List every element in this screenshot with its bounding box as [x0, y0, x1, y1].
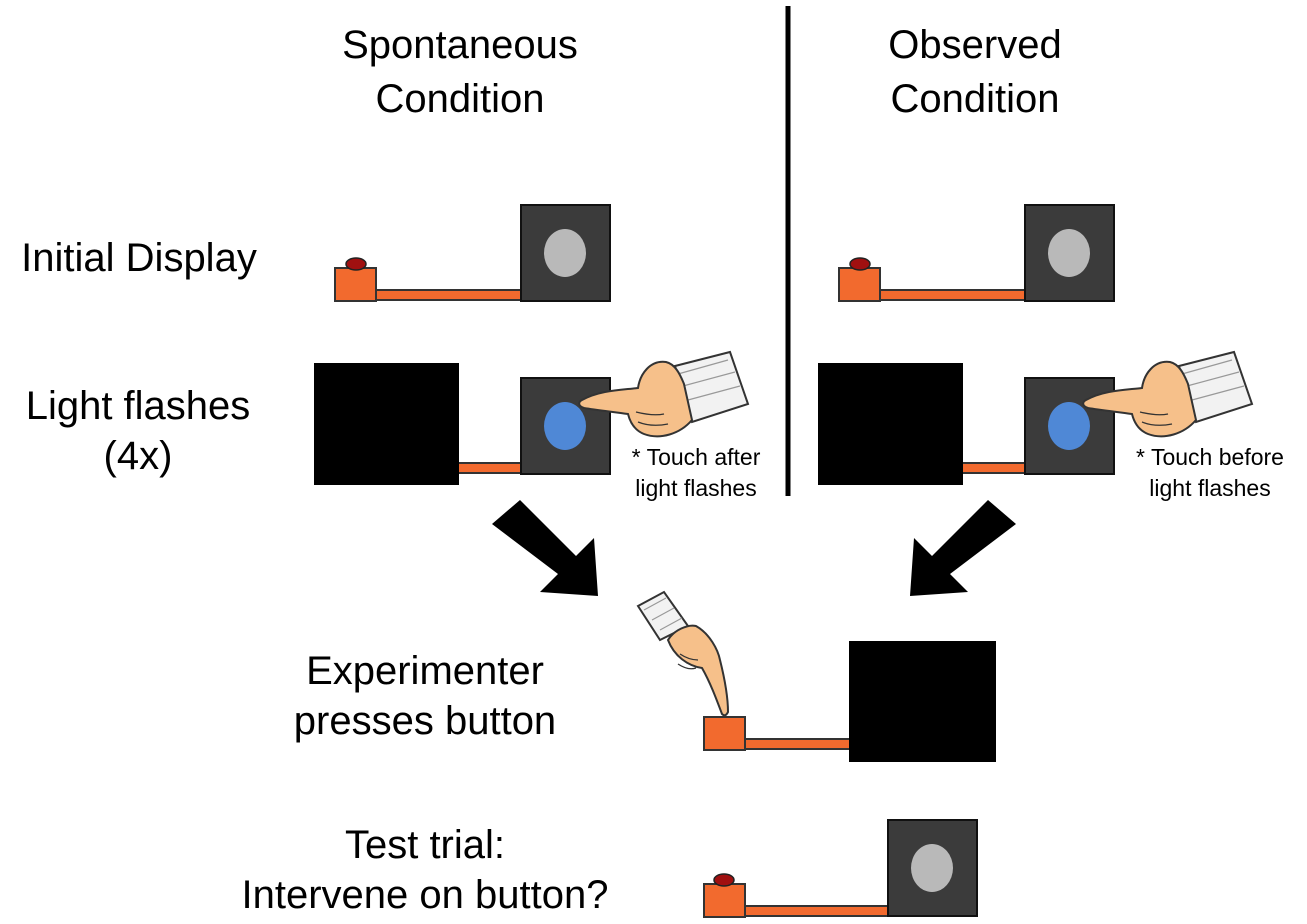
wire [743, 738, 857, 750]
note-spontaneous-line1: * Touch after [631, 444, 761, 470]
apparatus-flash-observed [818, 351, 1253, 485]
button-box [838, 267, 881, 302]
row-label-test-trial-line2: Intervene on button? [241, 873, 609, 917]
note-observed: * Touch before light flashes [1113, 442, 1307, 504]
wire [375, 289, 525, 301]
light-on-icon [1048, 402, 1090, 450]
note-observed-line2: light flashes [1149, 475, 1271, 501]
light-off-icon [911, 844, 953, 892]
row-label-experimenter-line1: Experimenter [306, 649, 544, 693]
light-off-icon [544, 229, 586, 277]
apparatus-experimenter [637, 591, 996, 762]
wire [454, 462, 526, 474]
heading-spontaneous-line2: Condition [375, 77, 545, 121]
thick-arrow-icon [910, 500, 1016, 596]
row-label-experimenter-line2: presses button [293, 699, 557, 743]
button-box [703, 716, 746, 751]
arrow-left-to-center [492, 500, 598, 596]
wire [743, 905, 893, 917]
apparatus-initial-spontaneous [334, 204, 611, 302]
heading-observed-line1: Observed [888, 23, 1062, 67]
row-label-light-flashes-line1: Light flashes [25, 384, 251, 428]
button-box [703, 883, 746, 918]
row-label-test-trial-line1: Test trial: [344, 823, 506, 867]
note-spontaneous-line2: light flashes [635, 475, 757, 501]
occluder [314, 363, 459, 485]
note-spontaneous: * Touch after light flashes [608, 442, 784, 504]
row-label-experimenter: Experimenter presses button [250, 646, 600, 746]
row-label-light-flashes-line2: (4x) [103, 434, 173, 478]
light-on-icon [544, 402, 586, 450]
row-label-initial-display: Initial Display [0, 233, 278, 283]
button-box [334, 267, 377, 302]
red-button-icon [713, 873, 735, 887]
occluder [849, 641, 996, 762]
heading-spontaneous: Spontaneous Condition [300, 18, 620, 126]
wire [879, 289, 1029, 301]
light-off-icon [1048, 229, 1090, 277]
row-label-test-trial: Test trial: Intervene on button? [195, 820, 655, 920]
row-label-initial-display-line1: Initial Display [21, 236, 257, 280]
apparatus-initial-observed [838, 204, 1115, 302]
wire [958, 462, 1030, 474]
red-button-icon [345, 257, 367, 271]
thick-arrow-icon [492, 500, 598, 596]
apparatus-flash-spontaneous [314, 351, 749, 485]
red-button-icon [849, 257, 871, 271]
arrow-right-to-center [910, 500, 1016, 596]
heading-spontaneous-line1: Spontaneous [342, 23, 578, 67]
occluder [818, 363, 963, 485]
heading-observed: Observed Condition [815, 18, 1135, 126]
pointing-hand-icon [637, 591, 729, 717]
apparatus-test [703, 819, 978, 918]
note-observed-line1: * Touch before [1136, 444, 1284, 470]
heading-observed-line2: Condition [890, 77, 1060, 121]
row-label-light-flashes: Light flashes (4x) [0, 381, 276, 481]
